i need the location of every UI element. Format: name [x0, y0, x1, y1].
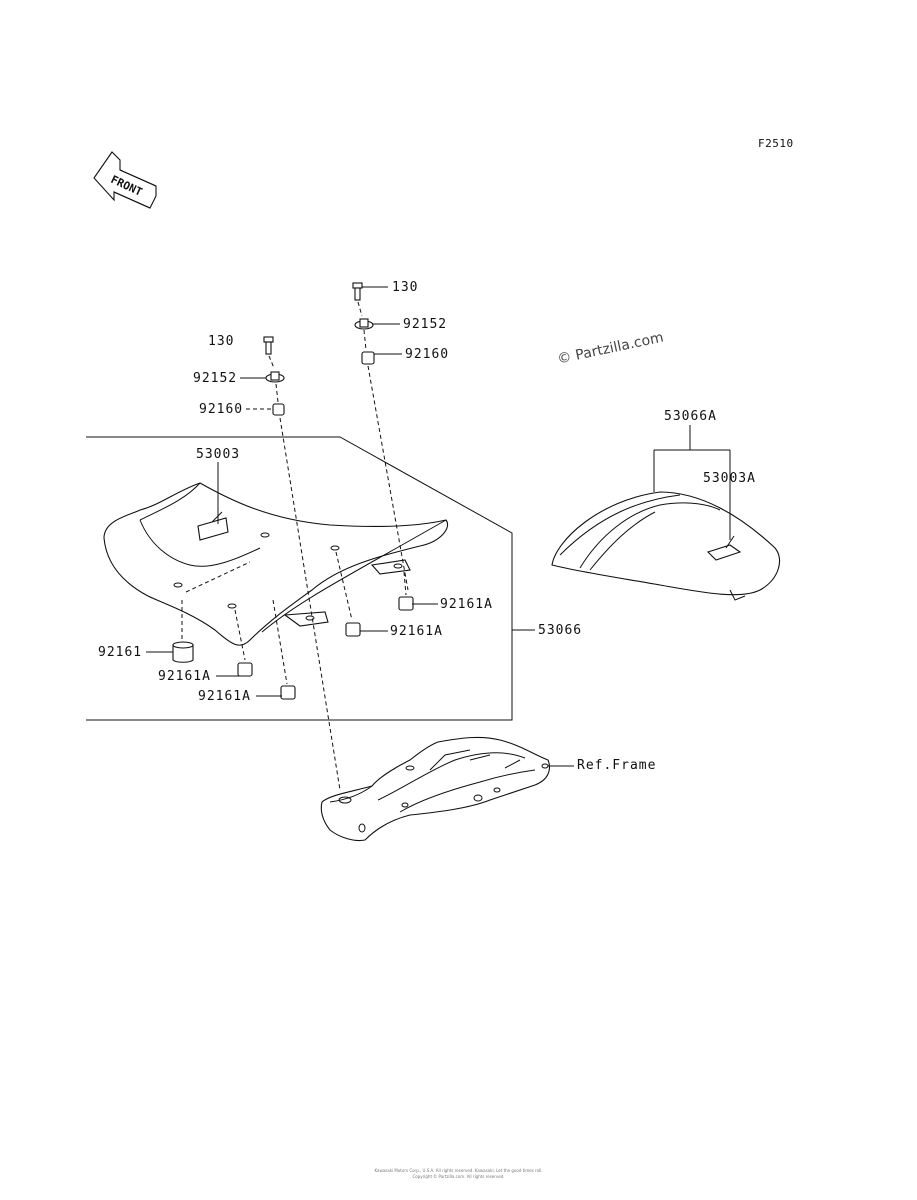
figure-code: F2510 [758, 137, 794, 150]
label-92161A-left-2: 92161A [198, 689, 251, 704]
label-53066: 53066 [538, 623, 583, 638]
label-ref-frame: Ref.Frame [577, 758, 657, 773]
label-92160-right: 92160 [405, 347, 450, 362]
seat-frame [320, 736, 551, 842]
leader-lines [146, 286, 731, 767]
label-92161: 92161 [98, 645, 143, 660]
passenger-seat-cover [551, 491, 780, 601]
label-53003: 53003 [196, 447, 241, 462]
footer-line-2: Copyright © Partzilla.com. All rights re… [412, 1174, 505, 1179]
right-fastener-stack [352, 282, 409, 591]
label-92161A-right-1: 92161A [440, 597, 493, 612]
group-bracket-53066 [86, 436, 535, 721]
grommets [172, 551, 414, 700]
front-arrow-icon: FRONT [93, 151, 157, 209]
label-92152-left: 92152 [193, 371, 238, 386]
footer-line-1: Kawasaki Motors Corp., U.S.A. All rights… [374, 1168, 543, 1173]
left-fastener-stack [263, 336, 341, 791]
label-92161A-right-2: 92161A [390, 624, 443, 639]
label-92160-left: 92160 [199, 402, 244, 417]
label-130-left: 130 [208, 334, 235, 349]
rider-seat [103, 482, 448, 646]
label-53003A: 53003A [703, 471, 756, 486]
label-92152-right: 92152 [403, 317, 448, 332]
label-53066A: 53066A [664, 409, 717, 424]
label-92161A-left-1: 92161A [158, 669, 211, 684]
label-130-right: 130 [392, 280, 419, 295]
